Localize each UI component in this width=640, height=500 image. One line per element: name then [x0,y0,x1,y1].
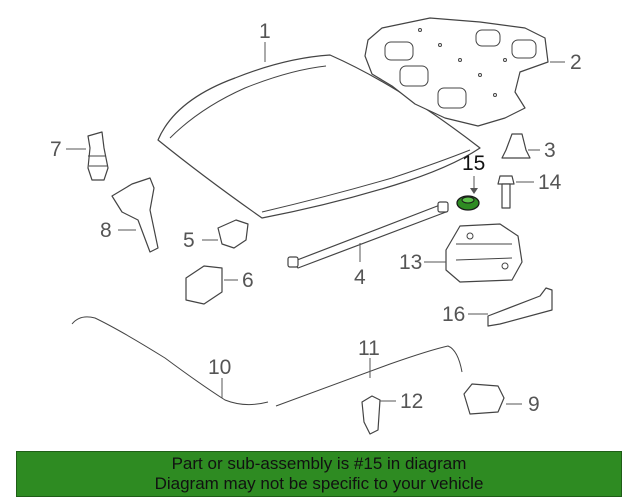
callout-5[interactable]: 5 [183,229,195,252]
part-6-latch-block[interactable] [185,265,223,305]
callout-15[interactable]: 15 [462,152,485,175]
callout-6[interactable]: 6 [242,269,254,292]
callout-13[interactable]: 13 [399,251,422,274]
callout-4[interactable]: 4 [354,266,366,289]
banner-line-1: Part or sub-assembly is #15 in diagram [171,454,467,473]
part-3-bumper[interactable] [501,133,531,159]
banner-line-2: Diagram may not be specific to your vehi… [154,474,484,493]
part-8-support[interactable] [111,177,159,253]
part-9-handle[interactable] [463,383,505,415]
callout-16[interactable]: 16 [442,303,465,326]
part-1-hood[interactable] [157,54,481,219]
part-4-strut[interactable] [287,201,449,269]
part-14-bolt[interactable] [497,175,515,209]
part-12-clip[interactable] [361,395,381,435]
callout-1[interactable]: 1 [259,20,271,43]
part-16-support-rod[interactable] [487,287,553,327]
callout-9[interactable]: 9 [528,393,540,416]
parts-diagram: 1 2 3 4 5 6 7 8 [50,17,582,435]
part-2-insulator[interactable] [364,17,549,127]
callout-14[interactable]: 14 [538,171,562,194]
callout-11[interactable]: 11 [358,337,380,360]
part-13-latch-assembly[interactable] [445,223,523,283]
callout-12[interactable]: 12 [400,390,423,413]
part-15-grommet[interactable] [456,195,480,211]
leader-15-arrow [470,188,478,194]
part-7-clip[interactable] [87,131,109,181]
part-11-cable[interactable] [275,345,463,407]
callout-3[interactable]: 3 [544,139,556,162]
callout-7[interactable]: 7 [50,138,62,161]
callout-2[interactable]: 2 [570,51,582,74]
callout-8[interactable]: 8 [100,219,112,242]
part-10-cable[interactable] [71,316,269,406]
callout-10[interactable]: 10 [208,356,231,379]
part-5-bracket[interactable] [217,219,249,249]
info-banner: Part or sub-assembly is #15 in diagram D… [16,451,622,497]
